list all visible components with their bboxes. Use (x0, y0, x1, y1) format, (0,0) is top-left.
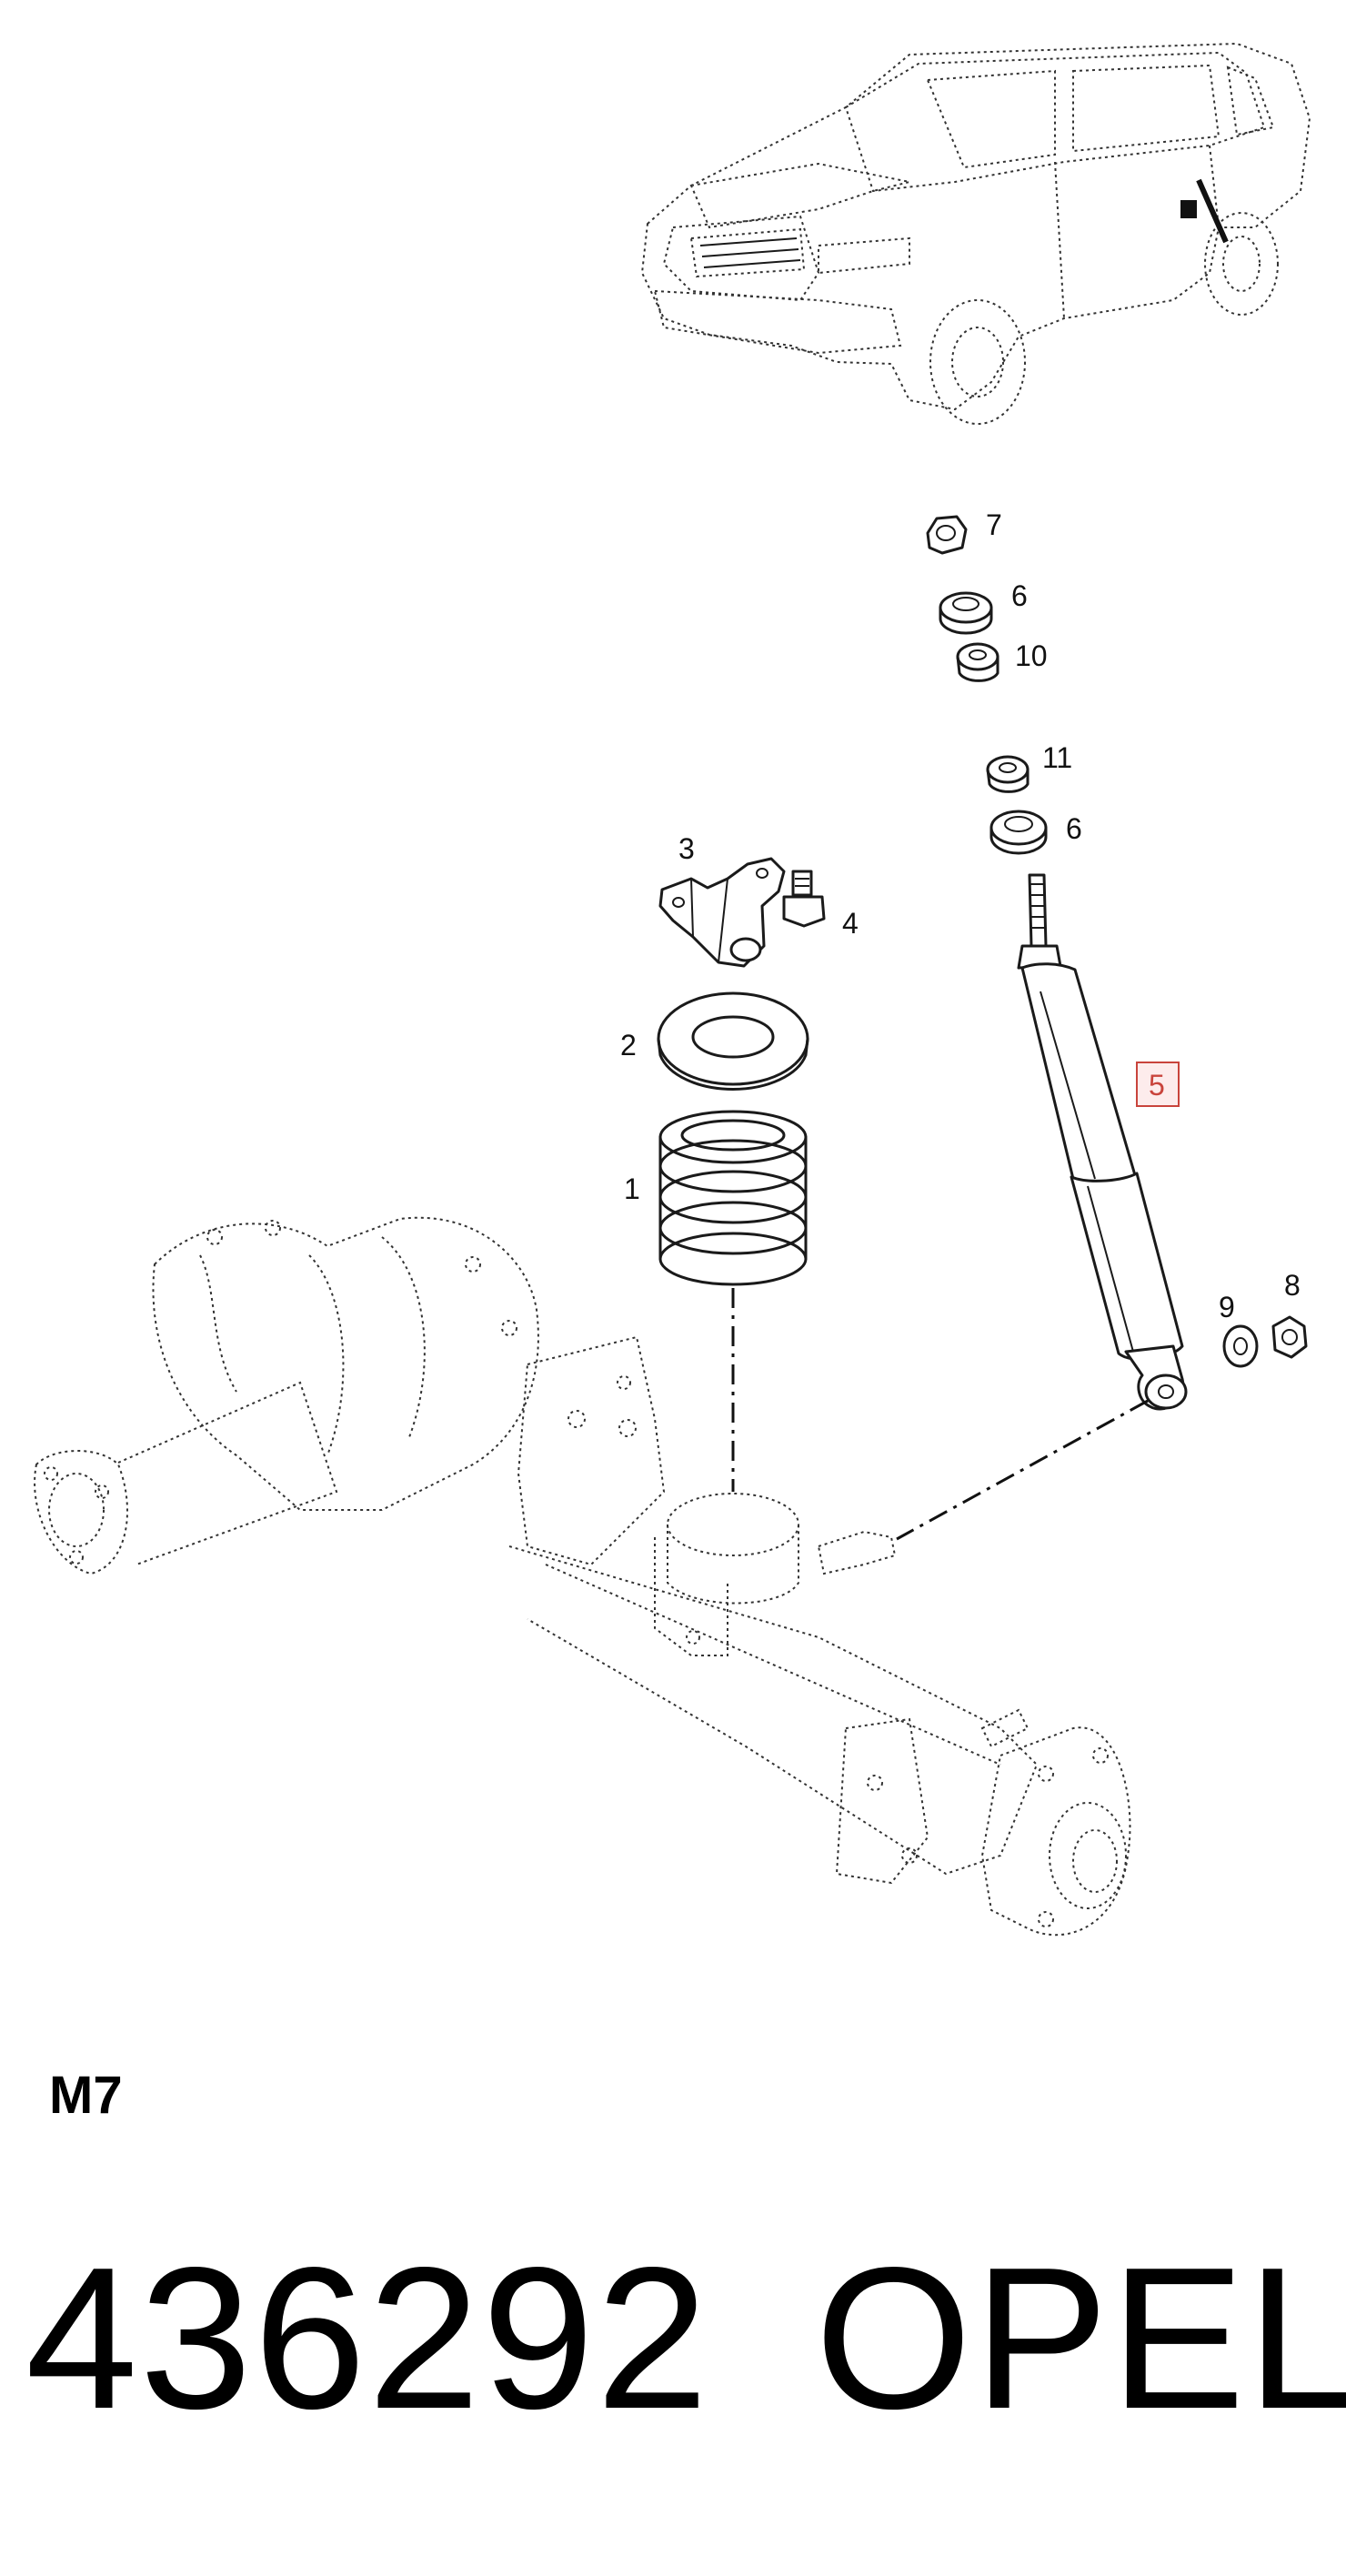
callout-10: 10 (1015, 639, 1048, 672)
callout-11: 11 (1042, 741, 1072, 774)
callout-labels: 1 2 3 4 5 6 6 7 8 9 10 11 (620, 508, 1301, 1323)
brand-name: OPEL (815, 2226, 1346, 2451)
part-3-bracket (658, 857, 786, 968)
part-11-bushing (986, 755, 1030, 793)
callout-5-box (1136, 1062, 1180, 1107)
callout-2: 2 (620, 1029, 637, 1062)
callout-7: 7 (986, 508, 1002, 541)
part-6-washer-upper (939, 591, 993, 635)
part-6-washer-lower (989, 810, 1048, 855)
callout-6-lower: 6 (1066, 812, 1082, 845)
part-1-coil-spring (658, 1110, 808, 1286)
part-5-shock-absorber (1017, 873, 1188, 1411)
assembly-line-shock (896, 1399, 1149, 1541)
part-2-spring-seat (657, 991, 809, 1091)
callout-5: 5 (1149, 1069, 1165, 1102)
part-8-nut (1271, 1315, 1308, 1359)
callout-4: 4 (842, 907, 859, 940)
callout-3: 3 (678, 832, 695, 865)
catalog-code: M7 (49, 2066, 123, 2125)
callout-9: 9 (1219, 1291, 1235, 1323)
callout-1: 1 (624, 1172, 640, 1205)
callout-6-upper: 6 (1011, 579, 1028, 612)
vehicle-illustration (640, 42, 1311, 425)
part-9-washer (1222, 1324, 1259, 1368)
part-7-nut (926, 515, 968, 555)
callout-8: 8 (1284, 1269, 1301, 1302)
part-10-bushing (956, 642, 999, 682)
rear-axle-assembly (34, 1216, 1131, 1937)
part-4-bolt (782, 870, 826, 928)
part-number: 436292 (25, 2226, 710, 2451)
